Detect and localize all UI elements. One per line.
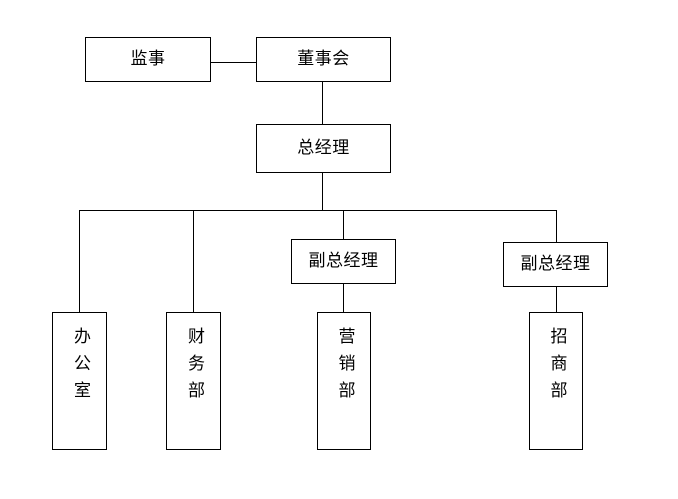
connector-deputy-manager-2-to-investment [556, 286, 558, 312]
connector-supervisor-to-board [210, 62, 256, 64]
node-deputy-general-manager-2-label: 副总经理 [520, 253, 591, 274]
node-investment-department-label: 招商部 [546, 327, 567, 408]
node-deputy-general-manager-2[interactable]: 副总经理 [503, 242, 608, 287]
node-finance-department-label: 财务部 [184, 327, 204, 408]
node-general-manager-label: 总经理 [297, 137, 350, 158]
node-office[interactable]: 办公室 [52, 312, 107, 450]
node-marketing-department-label: 营销部 [334, 327, 355, 408]
connector-bus-to-office [79, 210, 81, 312]
connector-distribution-bus [79, 210, 557, 212]
node-board-of-directors-label: 董事会 [297, 48, 350, 69]
node-office-label: 办公室 [70, 327, 90, 408]
node-supervisor-label: 监事 [130, 48, 166, 69]
node-supervisor[interactable]: 监事 [85, 37, 211, 82]
node-deputy-general-manager-1-label: 副总经理 [308, 250, 379, 271]
node-general-manager[interactable]: 总经理 [256, 124, 391, 173]
connector-bus-to-finance [193, 210, 195, 312]
connector-deputy-manager-1-to-marketing [343, 283, 345, 312]
node-deputy-general-manager-1[interactable]: 副总经理 [291, 239, 396, 284]
connector-board-to-general-manager [322, 81, 324, 124]
node-marketing-department[interactable]: 营销部 [317, 312, 371, 450]
node-board-of-directors[interactable]: 董事会 [256, 37, 391, 82]
node-finance-department[interactable]: 财务部 [166, 312, 221, 450]
connector-bus-to-deputy-manager-1 [343, 210, 345, 239]
node-investment-department[interactable]: 招商部 [529, 312, 583, 450]
connector-bus-to-deputy-manager-2 [556, 210, 558, 242]
connector-general-manager-to-bus [322, 172, 324, 211]
